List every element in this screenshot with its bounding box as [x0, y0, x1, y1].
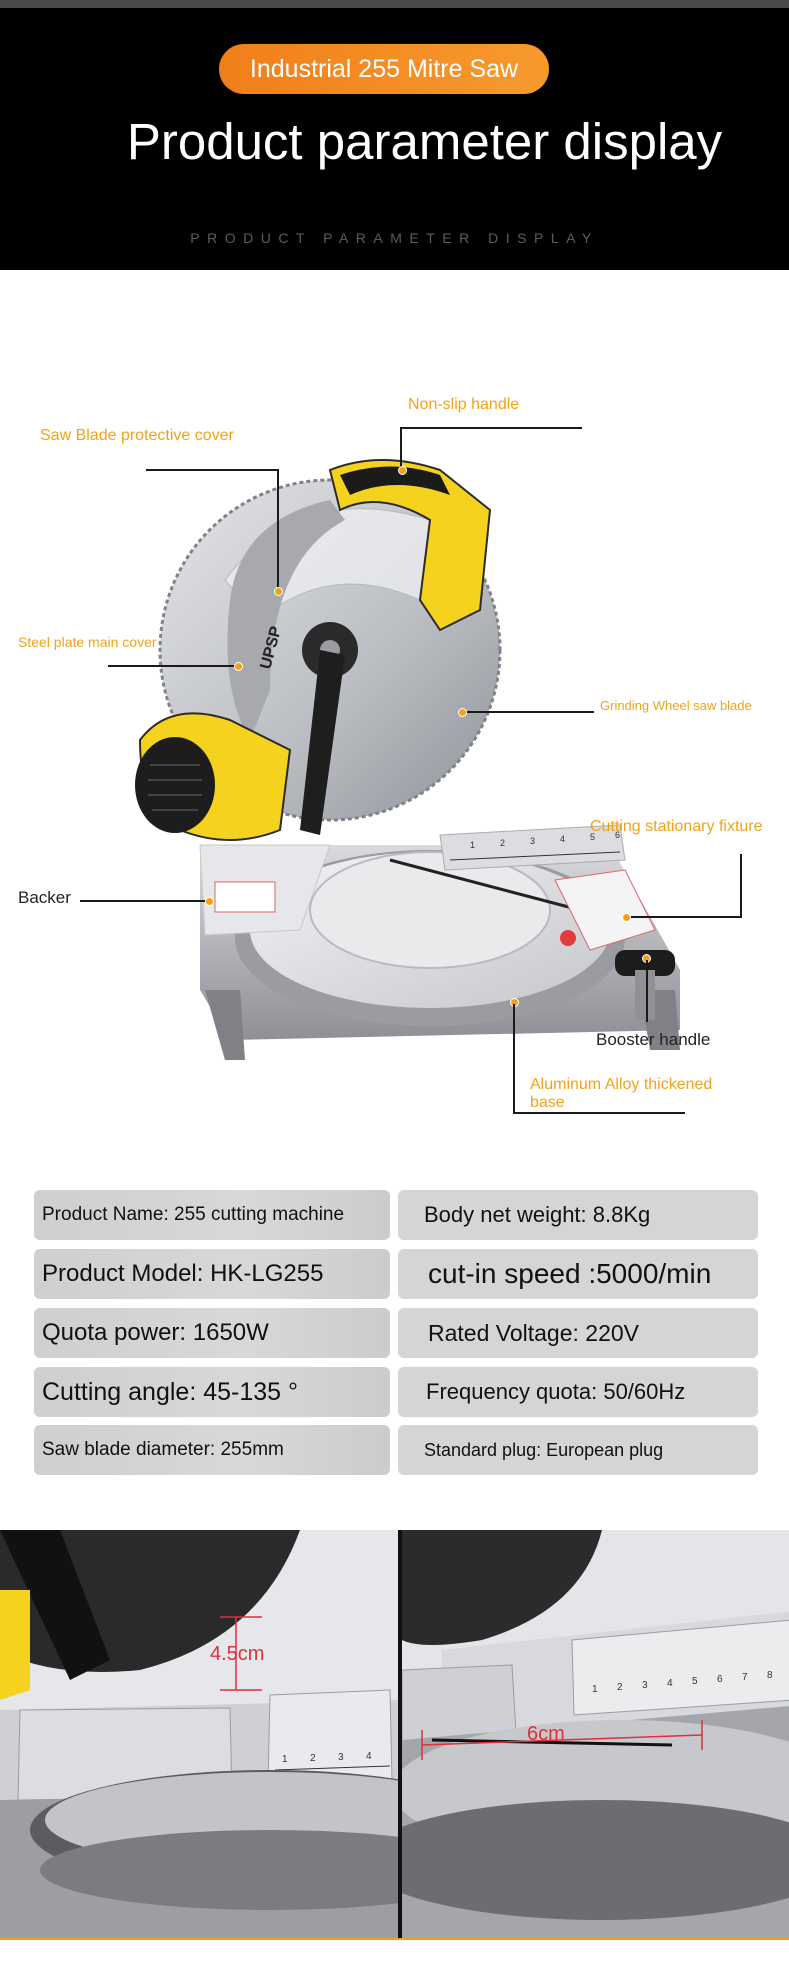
leader-line [80, 900, 206, 902]
measure-label-right: 6cm [527, 1723, 565, 1745]
callout-dot [205, 897, 214, 906]
leader-line [626, 916, 742, 918]
leader-line [740, 854, 742, 918]
callout-aluminum-base-line2: base [530, 1094, 565, 1111]
callout-dot [234, 662, 243, 671]
ruler-tick: 4 [667, 1678, 673, 1689]
callout-non-slip-handle: Non-slip handle [408, 396, 520, 413]
leader-line [146, 469, 278, 471]
fence-tick: 6 [615, 830, 620, 840]
ruler-tick: 4 [366, 1751, 372, 1762]
leader-line [513, 1004, 515, 1114]
spec-net-weight: Body net weight: 8.8Kg [398, 1190, 758, 1240]
leader-line [462, 711, 594, 713]
detail-illustration-left: 4.5cm 1 2 3 4 [0, 1530, 398, 1940]
callout-dot [274, 587, 283, 596]
header-banner: Industrial 255 Mitre Saw Product paramet… [0, 8, 789, 270]
fence-tick: 2 [500, 838, 505, 848]
page-title: Product parameter display [126, 113, 723, 170]
leader-line [513, 1112, 685, 1114]
spec-rated-voltage: Rated Voltage: 220V [398, 1308, 758, 1358]
spec-quota-power: Quota power: 1650W [34, 1308, 390, 1358]
ruler-tick: 7 [742, 1672, 748, 1683]
ruler-tick: 2 [617, 1682, 623, 1693]
leader-line [108, 665, 236, 667]
spec-product-model: Product Model: HK-LG255 [34, 1249, 390, 1299]
spec-frequency: Frequency quota: 50/60Hz [398, 1367, 758, 1417]
fence-tick: 5 [590, 832, 595, 842]
spec-standard-plug: Standard plug: European plug [398, 1425, 758, 1475]
ruler-tick: 3 [338, 1752, 344, 1763]
spec-cut-in-speed: cut-in speed :5000/min [398, 1249, 758, 1299]
top-strip [0, 0, 789, 8]
measure-label-left: 4.5cm [210, 1643, 264, 1665]
product-diagram: UPSP 1 2 3 4 5 6 Non-slip handle Saw Bla… [0, 270, 789, 1180]
ruler-tick: 8 [767, 1670, 773, 1681]
callout-backer: Backer [18, 888, 71, 907]
photo-divider [398, 1530, 402, 1940]
detail-photo-left: 4.5cm 1 2 3 4 [0, 1530, 398, 1940]
callout-grinding-wheel: Grinding Wheel saw blade [600, 698, 752, 713]
callout-aluminum-base: Aluminum Alloy thickened base [530, 1076, 712, 1112]
leader-line [400, 427, 582, 429]
fence-tick: 3 [530, 836, 535, 846]
fence-tick: 1 [470, 840, 475, 850]
detail-illustration-right: 6cm 1 2 3 4 5 6 7 8 [402, 1530, 789, 1940]
detail-photo-right: 6cm 1 2 3 4 5 6 7 8 [402, 1530, 789, 1940]
spec-cutting-angle: Cutting angle: 45-135 ° [34, 1367, 390, 1417]
callout-cutting-fixture: Cutting stationary fixture [590, 818, 763, 835]
fence-tick: 4 [560, 834, 565, 844]
ruler-tick: 3 [642, 1680, 648, 1691]
callout-booster-handle: Booster handle [596, 1030, 711, 1049]
ruler-tick: 6 [717, 1674, 723, 1685]
photo-border-bottom [0, 1938, 789, 1940]
spec-blade-diameter: Saw blade diameter: 255mm [34, 1425, 390, 1475]
callout-aluminum-base-line1: Aluminum Alloy thickened [530, 1076, 713, 1093]
callout-dot [622, 913, 631, 922]
leader-line [400, 427, 402, 469]
callout-dot [398, 466, 407, 475]
product-badge: Industrial 255 Mitre Saw [219, 44, 549, 94]
ruler-tick: 2 [310, 1753, 316, 1764]
leader-line [646, 960, 648, 1022]
ruler-tick: 5 [692, 1676, 698, 1687]
callout-blade-cover: Saw Blade protective cover [40, 427, 234, 444]
leader-line [277, 469, 279, 589]
ruler-tick: 1 [282, 1754, 288, 1765]
callout-dot [458, 708, 467, 717]
callout-steel-plate: Steel plate main cover [18, 634, 157, 650]
spec-product-name: Product Name: 255 cutting machine [34, 1190, 390, 1240]
page-subtitle: PRODUCT PARAMETER DISPLAY [190, 230, 599, 246]
ruler-tick: 1 [592, 1684, 598, 1695]
